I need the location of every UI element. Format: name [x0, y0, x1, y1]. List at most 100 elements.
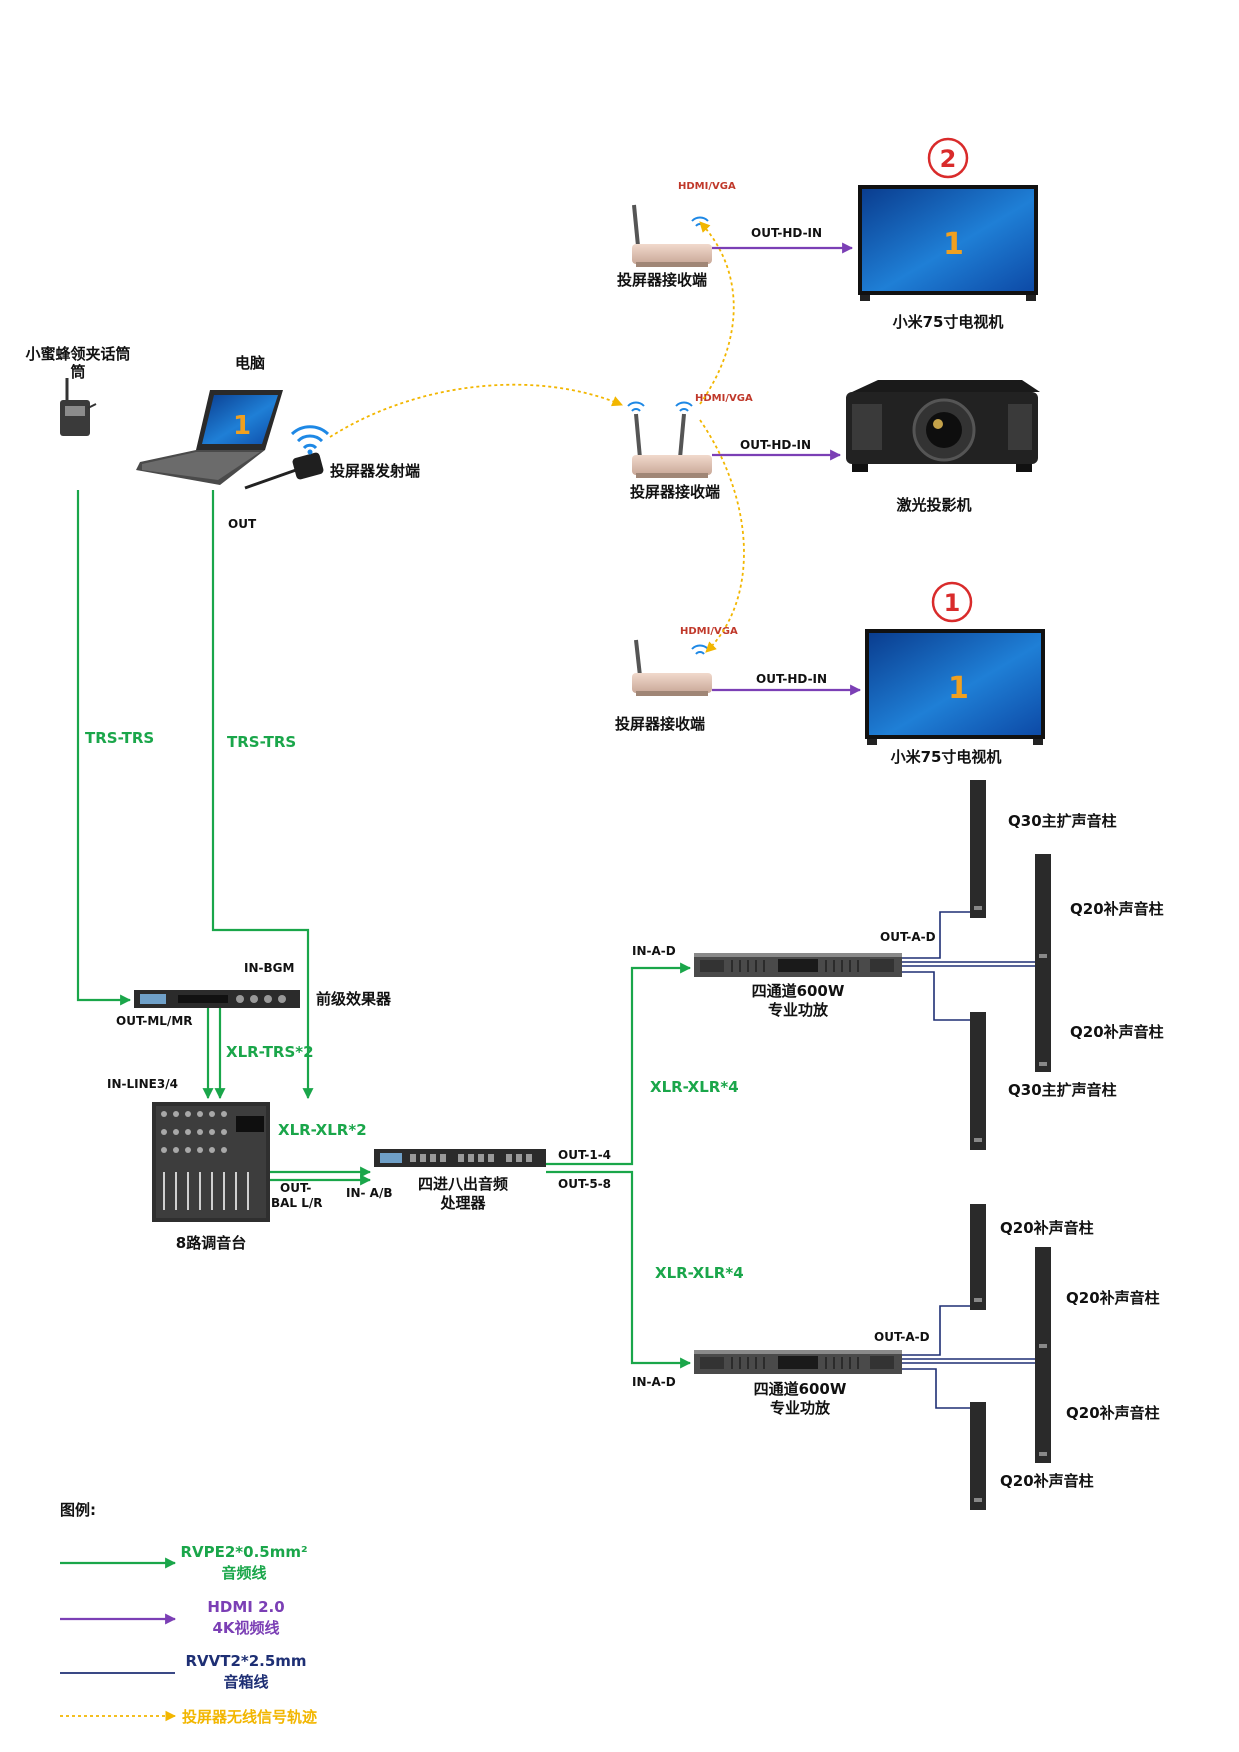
projector-label: 激光投影机	[896, 496, 971, 514]
receiver-bottom-wifi-icon	[691, 644, 709, 655]
out-5-8-port: OUT-5-8	[558, 1177, 611, 1191]
speaker-cables-amp1	[902, 911, 1035, 1021]
tv-bottom-badge: 1	[931, 581, 973, 623]
speaker-2-icon	[1035, 854, 1051, 964]
receiver-mid-wifi-icon	[627, 401, 693, 412]
audio-line-proc-amp2	[546, 1170, 692, 1369]
legend-speaker-1: RVVT2*2.5mm	[185, 1652, 306, 1670]
out-bal-port-1: OUT-	[280, 1181, 311, 1195]
receiver-top-icon	[632, 204, 712, 267]
transmitter-wifi-icon	[290, 425, 330, 455]
processor-label-1: 四进八出音频	[418, 1175, 508, 1193]
tv-bottom-screen-number: 1	[948, 671, 969, 706]
tv-top-label: 小米75寸电视机	[893, 313, 1004, 331]
receiver-top-label: 投屏器接收端	[617, 271, 707, 289]
wireless-path-to-top	[699, 221, 735, 405]
transmitter-label: 投屏器发射端	[330, 462, 420, 480]
transmitter-dongle-icon	[244, 452, 324, 490]
speaker-7-icon	[1035, 1355, 1051, 1463]
amp1-label-2: 专业功放	[768, 1001, 829, 1019]
amplifier-1-icon	[694, 953, 902, 977]
speaker-2-label: Q20补声音柱	[1070, 900, 1164, 918]
hdmi-vga-mid: HDMI/VGA	[695, 393, 753, 404]
hdmi-vga-top: HDMI/VGA	[678, 181, 736, 192]
mic-label: 小蜜蜂领夹话筒	[25, 345, 130, 363]
amp1-label-1: 四通道600W	[752, 982, 845, 1000]
receiver-bottom-icon	[632, 639, 712, 696]
speaker-6-label: Q20补声音柱	[1066, 1289, 1160, 1307]
tv-top-badge: 2	[927, 137, 969, 179]
cable-xlr-xlr-2: XLR-XLR*2	[278, 1121, 367, 1139]
receiver-mid-label: 投屏器接收端	[630, 483, 720, 501]
audio-line-proc-amp1	[546, 962, 692, 1166]
speaker-4-icon	[970, 1012, 986, 1150]
out-ml-mr-port: OUT-ML/MR	[116, 1014, 193, 1028]
processor-label-2: 处理器	[439, 1194, 486, 1212]
receiver-top-wifi-icon	[691, 216, 709, 227]
speaker-8-label: Q20补声音柱	[1000, 1472, 1094, 1490]
legend-wireless: 投屏器无线信号轨迹	[182, 1708, 317, 1726]
speaker-cables-amp2	[902, 1305, 1035, 1409]
out-a-d-port-1: OUT-A-D	[880, 930, 936, 944]
speaker-1-icon	[970, 780, 986, 918]
audio-line-pc-mixer	[211, 490, 314, 1100]
wireless-path-to-bottom	[699, 419, 745, 653]
speaker-6-icon	[1035, 1247, 1051, 1355]
legend-hdmi-2: 4K视频线	[212, 1619, 279, 1637]
amp2-label-2: 专业功放	[770, 1399, 831, 1417]
mic-label-2: 筒	[70, 363, 85, 381]
wireless-path-to-mid	[329, 383, 623, 438]
speaker-5-label: Q20补声音柱	[1000, 1219, 1094, 1237]
speaker-5-icon	[970, 1204, 986, 1310]
speaker-1-label: Q30主扩声音柱	[1008, 812, 1117, 830]
speaker-3-label: Q20补声音柱	[1070, 1023, 1164, 1041]
receiver-mid-icon	[632, 413, 712, 478]
in-line34-port: IN-LINE3/4	[107, 1077, 178, 1091]
receiver-bottom-label: 投屏器接收端	[615, 715, 705, 733]
pc-out-port: OUT	[228, 517, 257, 531]
speaker-4-label: Q30主扩声音柱	[1008, 1081, 1117, 1099]
in-bgm-port: IN-BGM	[244, 961, 294, 975]
tv-top-icon: 1	[858, 185, 1038, 301]
out-hd-in-bottom-port: OUT-HD-IN	[756, 672, 827, 686]
tv-bottom-icon: 1	[865, 629, 1045, 745]
laptop-icon: 1	[136, 390, 283, 485]
laptop-screen-number: 1	[233, 411, 251, 441]
out-a-d-port-2: OUT-A-D	[874, 1330, 930, 1344]
out-hd-in-mid-port: OUT-HD-IN	[740, 438, 811, 452]
speaker-3-icon	[1035, 964, 1051, 1072]
fx-label: 前级效果器	[316, 990, 392, 1008]
legend-speaker-2: 音箱线	[223, 1673, 268, 1691]
lavalier-mic-icon	[60, 378, 97, 436]
amp2-label-1: 四通道600W	[754, 1380, 847, 1398]
legend-audio-1: RVPE2*0.5mm²	[180, 1543, 307, 1561]
cable-xlr-xlr-4a: XLR-XLR*4	[650, 1078, 739, 1096]
tv-top-badge-number: 2	[940, 145, 957, 173]
out-hd-in-top-port: OUT-HD-IN	[751, 226, 822, 240]
out-1-4-port: OUT-1-4	[558, 1148, 611, 1162]
speaker-7-label: Q20补声音柱	[1066, 1404, 1160, 1422]
legend-title: 图例:	[60, 1501, 96, 1519]
cable-trs-mic: TRS-TRS	[85, 729, 154, 747]
speaker-8-icon	[970, 1402, 986, 1510]
legend-hdmi-1: HDMI 2.0	[207, 1598, 284, 1616]
tv-bottom-badge-number: 1	[944, 589, 961, 617]
legend-audio-2: 音频线	[221, 1564, 266, 1582]
in-a-d-port-2: IN-A-D	[632, 1375, 676, 1389]
fx-processor-icon	[134, 990, 300, 1008]
out-bal-port-2: BAL L/R	[271, 1196, 323, 1210]
cable-xlr-trs: XLR-TRS*2	[226, 1043, 314, 1061]
cable-trs-pc: TRS-TRS	[227, 733, 296, 751]
tv-top-screen-number: 1	[943, 227, 964, 262]
pc-label: 电脑	[235, 354, 265, 372]
hdmi-vga-bottom: HDMI/VGA	[680, 626, 738, 637]
audio-line-mic-fx	[76, 490, 132, 1006]
cable-xlr-xlr-4b: XLR-XLR*4	[655, 1264, 744, 1282]
tv-bottom-label: 小米75寸电视机	[891, 748, 1002, 766]
in-ab-port: IN- A/B	[346, 1186, 392, 1200]
mixer-icon	[152, 1102, 270, 1222]
audio-processor-icon	[374, 1149, 546, 1167]
mixer-label: 8路调音台	[176, 1234, 246, 1252]
in-a-d-port-1: IN-A-D	[632, 944, 676, 958]
